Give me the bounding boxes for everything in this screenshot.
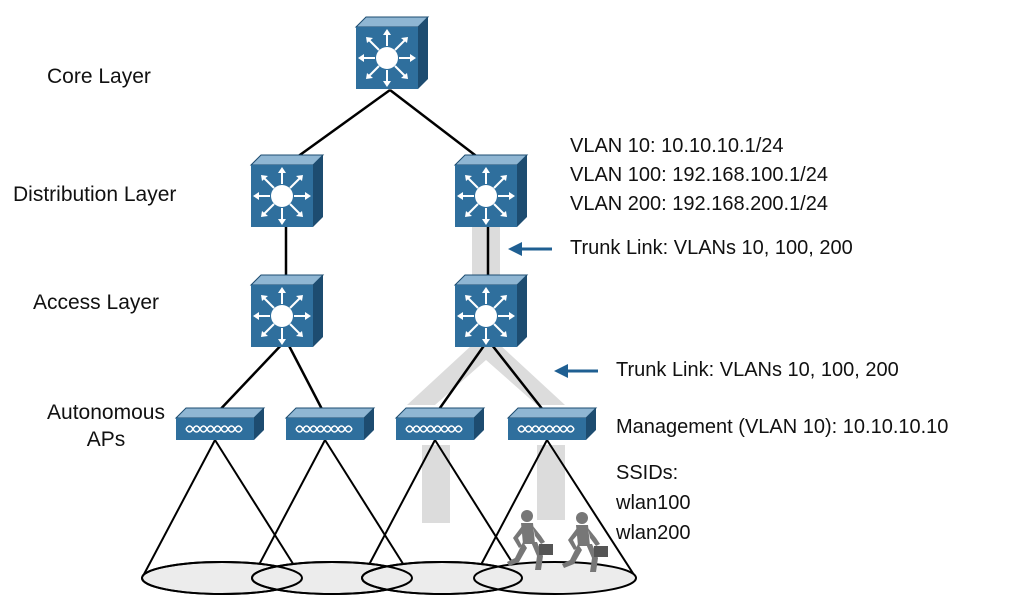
distribution-vlan-info: VLAN 10: 10.10.10.1/24 VLAN 100: 192.168… (570, 132, 828, 219)
coverage-ellipse-outlines (141, 561, 523, 595)
vlan10-gateway: VLAN 10: 10.10.10.1/24 (570, 135, 784, 157)
autonomous-aps-label: Autonomous APs (38, 399, 174, 453)
ssid-list: SSIDs: wlan100 wlan200 (616, 458, 691, 548)
ssid-header: SSIDs: (616, 462, 679, 484)
distribution-layer-label: Distribution Layer (13, 183, 177, 206)
trunk-link-lower-label: Trunk Link: VLANs 10, 100, 200 (616, 359, 899, 381)
access-switch-right-icon (454, 274, 528, 348)
distribution-switch-right-icon (454, 154, 528, 228)
ssid-item: wlan100 (616, 492, 691, 514)
access-point-1-icon (175, 407, 265, 441)
ssid-item: wlan200 (616, 522, 691, 544)
arrow-left-icon (554, 364, 598, 378)
autonomous-aps-label-line1: Autonomous (47, 401, 165, 424)
vlan100-gateway: VLAN 100: 192.168.100.1/24 (570, 164, 828, 186)
arrow-left-icon (508, 242, 552, 256)
vlan200-gateway: VLAN 200: 192.168.200.1/24 (570, 193, 828, 215)
core-layer-label: Core Layer (47, 65, 151, 88)
core-switch-icon (355, 16, 429, 90)
distribution-switch-left-icon (250, 154, 324, 228)
trunk-link-upper-label: Trunk Link: VLANs 10, 100, 200 (570, 237, 853, 259)
access-switch-left-icon (250, 274, 324, 348)
access-point-3-icon (395, 407, 485, 441)
coverage-cones (141, 439, 637, 579)
autonomous-aps-label-line2: APs (86, 428, 126, 451)
management-label: Management (VLAN 10): 10.10.10.10 (616, 416, 949, 438)
access-point-2-icon (285, 407, 375, 441)
trunk-highlight (407, 225, 565, 523)
access-layer-label: Access Layer (33, 291, 160, 314)
access-point-4-icon (507, 407, 597, 441)
